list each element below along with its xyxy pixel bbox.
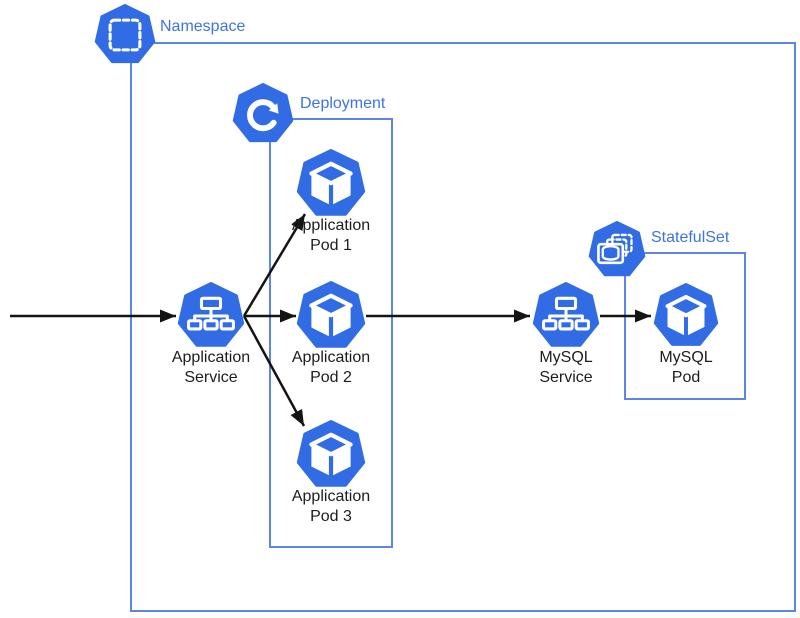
namespace-icon — [94, 4, 156, 64]
deployment-boundary — [269, 118, 393, 548]
arrow-app-service-to-pod1 — [242, 213, 307, 317]
arrow-app-service-to-pod3 — [242, 315, 306, 427]
statefulset-boundary — [624, 252, 746, 400]
pod-icon — [296, 149, 366, 216]
pod-icon — [296, 420, 366, 487]
app-pod-3-label: Application Pod 3 — [291, 488, 371, 525]
pod-icon — [653, 283, 719, 346]
deployment-icon — [232, 83, 294, 143]
deployment-label: Deployment — [300, 95, 386, 112]
statefulset-icon — [588, 221, 646, 277]
service-icon — [532, 282, 600, 347]
mysql-pod-label: MySQL Pod — [659, 349, 713, 386]
mysql-service-label: MySQL Service — [539, 349, 593, 386]
service-icon — [177, 282, 245, 347]
app-service-label: Application Service — [171, 349, 251, 386]
app-pod-2-label: Application Pod 2 — [291, 349, 371, 386]
namespace-label: Namespace — [160, 18, 246, 35]
app-pod-1-label: Application Pod 1 — [291, 217, 371, 254]
pod-icon — [296, 281, 366, 348]
namespace-boundary — [130, 42, 796, 612]
statefulset-label: StatefulSet — [651, 229, 730, 246]
